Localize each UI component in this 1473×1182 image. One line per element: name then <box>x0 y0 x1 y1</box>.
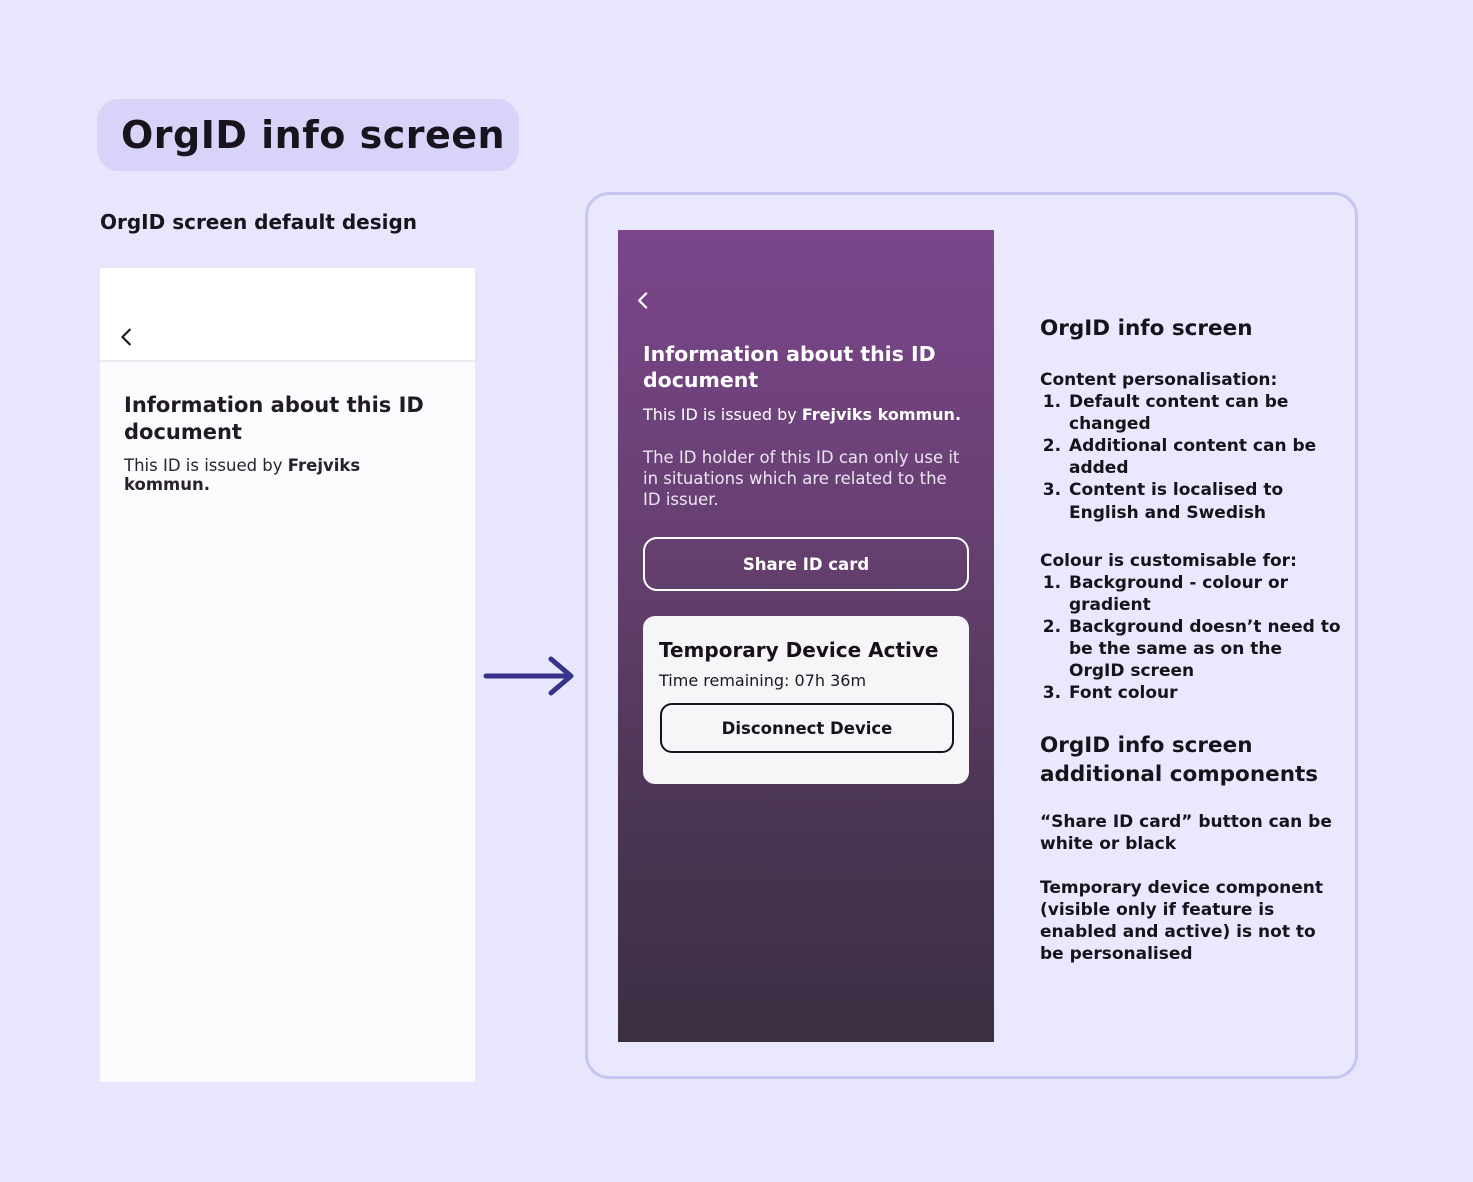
issued-prefix: This ID is issued by <box>643 405 802 425</box>
holder-note-text: The ID holder of this ID can only use it… <box>643 448 960 510</box>
default-phone-content: Information about this ID document This … <box>100 362 475 494</box>
info-heading: Information about this ID document <box>124 393 424 444</box>
share-button-note: “Share ID card” button can be white or b… <box>1040 812 1332 855</box>
default-phone-header <box>100 268 475 362</box>
additional-components-heading: OrgID info screen additional components <box>1040 733 1319 787</box>
share-id-card-button[interactable]: Share ID card <box>643 537 969 592</box>
colour-customisable-label: Colour is customisable for: <box>1040 550 1297 571</box>
list-item: Additional content can be added <box>1067 435 1342 479</box>
styled-phone-mockup: Information about this ID document This … <box>618 230 994 1042</box>
page-title: OrgID info screen <box>121 113 506 157</box>
list-item: Background - colour or gradient <box>1067 572 1342 616</box>
content-personalisation-list: Default content can be changed Additiona… <box>1040 391 1342 524</box>
list-item: Default content can be changed <box>1067 391 1342 435</box>
list-item: Content is localised to English and Swed… <box>1067 479 1342 523</box>
issued-by-text: This ID is issued by Frejviks kommun. <box>124 456 451 494</box>
issued-by-text: This ID is issued by Frejviks kommun. <box>643 405 969 424</box>
disconnect-device-button[interactable]: Disconnect Device <box>660 703 954 754</box>
default-design-label: OrgID screen default design <box>100 210 418 234</box>
annotation-notes: OrgID info screen Content personalisatio… <box>1040 315 1342 966</box>
back-icon[interactable] <box>116 326 138 352</box>
temporary-device-card: Temporary Device Active Time remaining: … <box>643 616 969 785</box>
back-icon[interactable] <box>633 290 654 315</box>
temp-device-note: Temporary device component (visible only… <box>1040 878 1323 965</box>
notes-heading: OrgID info screen <box>1040 316 1253 341</box>
styled-phone-content: Information about this ID document This … <box>618 230 994 785</box>
issued-prefix: This ID is issued by <box>124 456 288 476</box>
issuer-name: Frejviks kommun. <box>124 456 361 495</box>
page-title-badge: OrgID info screen <box>97 99 519 171</box>
content-personalisation-label: Content personalisation: <box>1040 369 1278 390</box>
list-item: Font colour <box>1067 682 1342 704</box>
issuer-name: Frejviks kommun. <box>801 405 962 425</box>
time-remaining-text: Time remaining: 07h 36m <box>659 671 867 691</box>
list-item: Background doesn’t need to be the same a… <box>1067 616 1342 682</box>
colour-customisable-list: Background - colour or gradient Backgrou… <box>1040 572 1342 705</box>
flow-arrow-icon <box>481 650 579 706</box>
info-heading: Information about this ID document <box>643 342 936 392</box>
default-phone-mockup: Information about this ID document This … <box>100 268 475 1082</box>
temp-device-title: Temporary Device Active <box>659 638 939 663</box>
